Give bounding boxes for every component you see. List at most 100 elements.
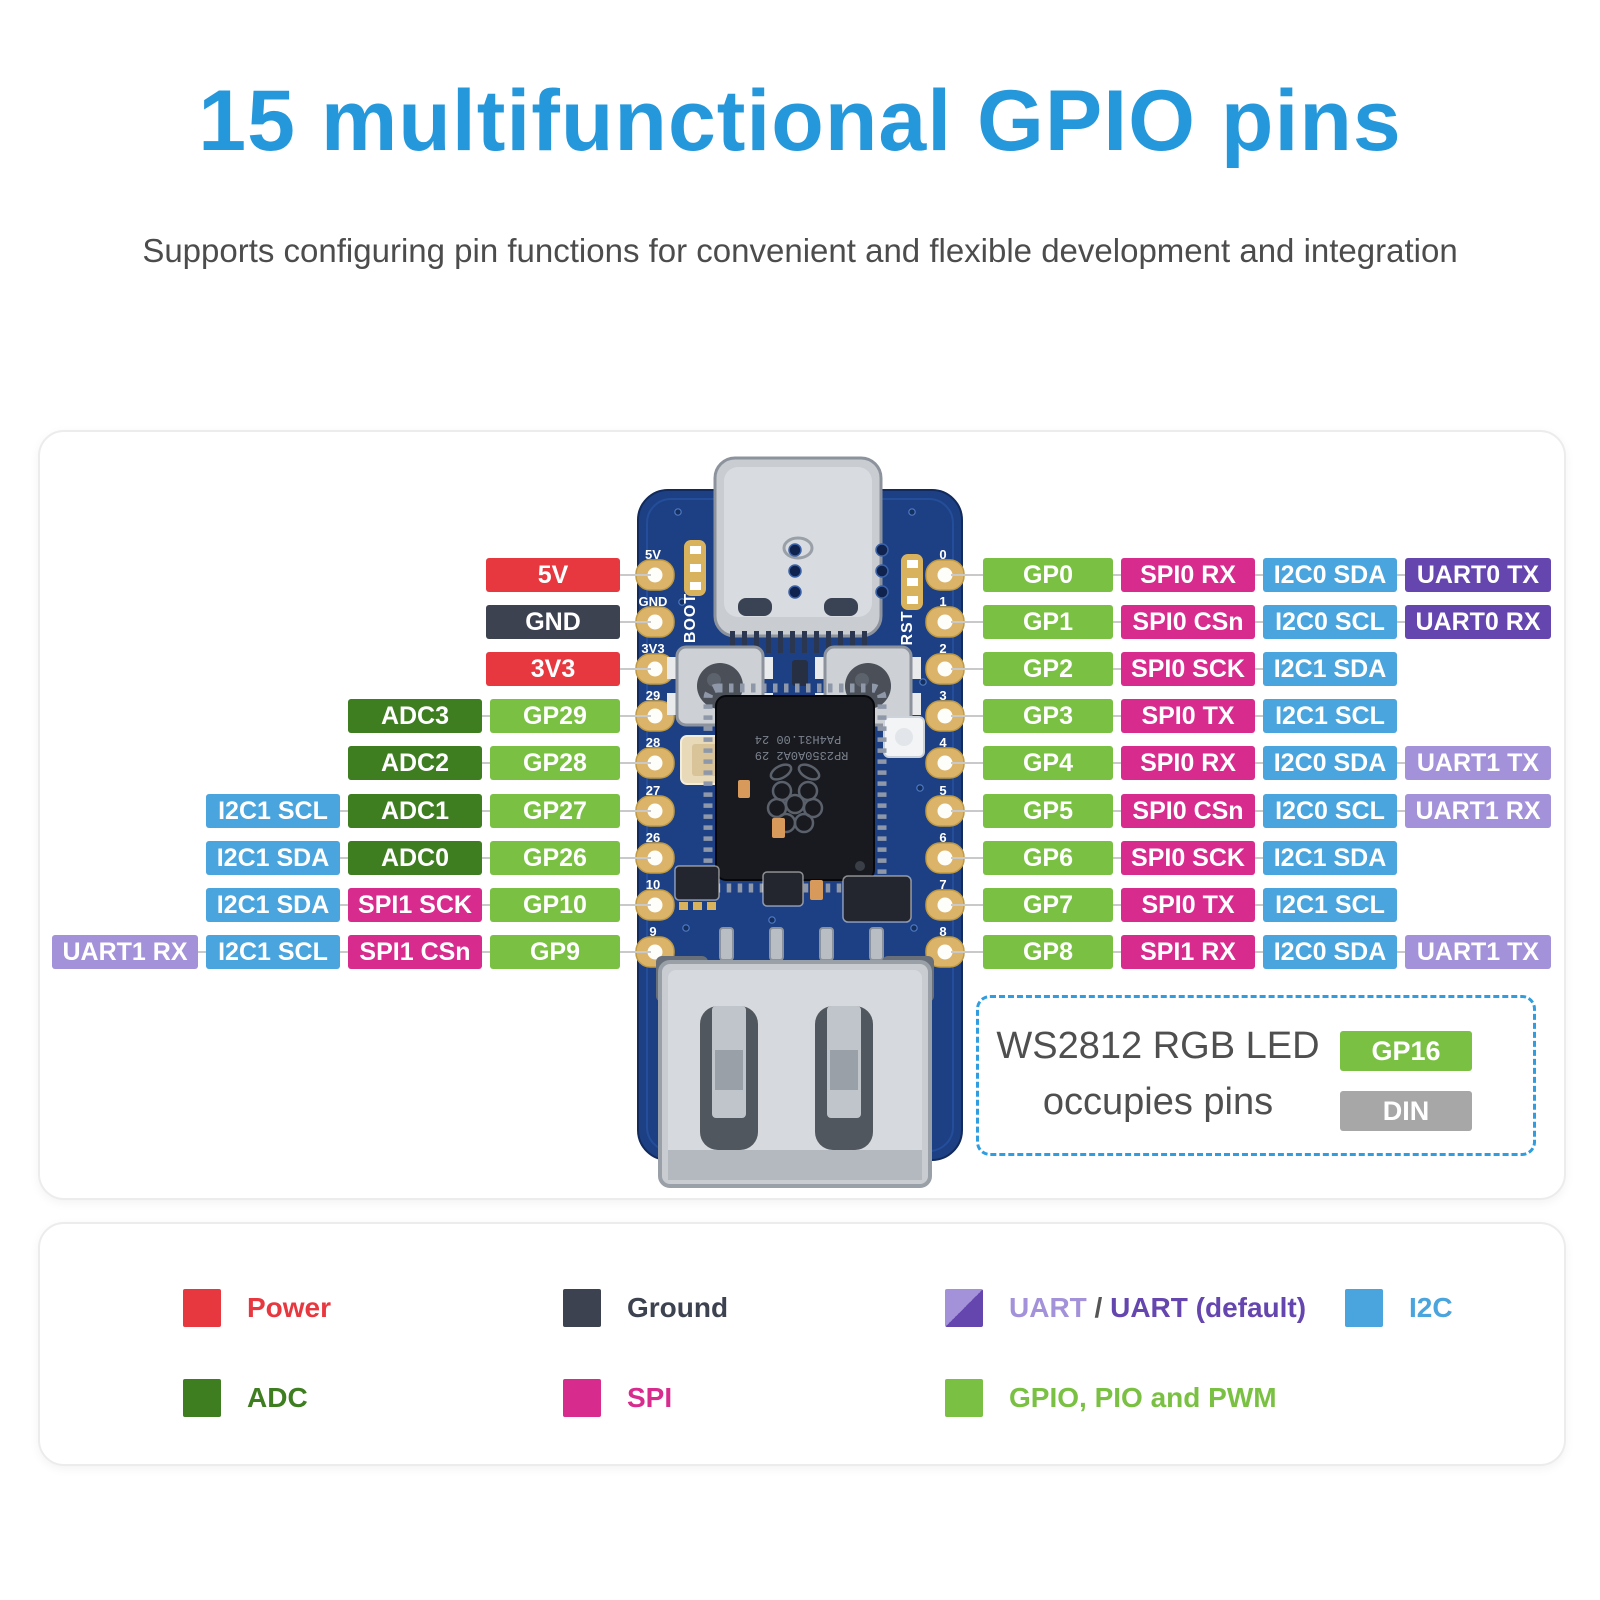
rst-pads bbox=[901, 554, 923, 610]
pad-hole-right-1 bbox=[937, 614, 953, 630]
legend-item-ground: Ground bbox=[563, 1288, 728, 1328]
pad-hole-right-2 bbox=[937, 661, 953, 677]
pad-hole-right-3 bbox=[937, 708, 953, 724]
pin-connector-line bbox=[951, 935, 975, 969]
raspberry-pi-logo bbox=[766, 763, 824, 834]
pin-label-gp7: GP7 bbox=[983, 888, 1113, 922]
silkscreen-right-1: 1 bbox=[939, 594, 946, 609]
pin-label-adc0: ADC0 bbox=[348, 841, 482, 875]
page-subtitle: Supports configuring pin functions for c… bbox=[142, 232, 1458, 269]
pad-hole-left-2 bbox=[647, 661, 663, 677]
pin-label-gp26: GP26 bbox=[490, 841, 620, 875]
silkscreen-right-6: 6 bbox=[939, 830, 946, 845]
pin-label-gp27: GP27 bbox=[490, 794, 620, 828]
pad-hole-left-0 bbox=[647, 567, 663, 583]
pin-row-left-2: 3V3 bbox=[486, 652, 651, 686]
silkscreen-right-4: 4 bbox=[939, 735, 947, 750]
ws2812-note-line2: occupies pins bbox=[1042, 1081, 1274, 1123]
pin-connector-line bbox=[951, 699, 975, 733]
pin-connector-line bbox=[628, 652, 651, 686]
pin-label-gp9: GP9 bbox=[490, 935, 620, 969]
ws2812-note-text: WS2812 RGB LED occupies pins bbox=[990, 1018, 1326, 1130]
pin-row-left-1: GND bbox=[486, 605, 651, 639]
ws2812-pin-din: DIN bbox=[1340, 1091, 1472, 1131]
ws2812-note-box bbox=[976, 995, 1536, 1156]
legend-label-part: / bbox=[1094, 1292, 1111, 1323]
pin-label-gp29: GP29 bbox=[490, 699, 620, 733]
pin-label-gp3: GP3 bbox=[983, 699, 1113, 733]
pad-hole-right-4 bbox=[937, 755, 953, 771]
pin-label-spi0-tx: SPI0 TX bbox=[1121, 699, 1255, 733]
legend-label-ground: Ground bbox=[627, 1292, 729, 1323]
pin-label-i2c1-sda: I2C1 SDA bbox=[1263, 652, 1397, 686]
pad-hole-left-3 bbox=[647, 708, 663, 724]
pin-connector-line bbox=[628, 558, 651, 592]
pin-connector-line bbox=[951, 652, 975, 686]
legend-item-gpio-pio-and-pwm: GPIO, PIO and PWM bbox=[945, 1378, 1277, 1418]
pin-label-i2c1-scl: I2C1 SCL bbox=[1263, 699, 1397, 733]
pin-label-gp1: GP1 bbox=[983, 605, 1113, 639]
legend-swatch-adc bbox=[183, 1379, 221, 1417]
pin-label-spi0-rx: SPI0 RX bbox=[1121, 746, 1255, 780]
pin-label-i2c1-scl: I2C1 SCL bbox=[1263, 888, 1397, 922]
pin-label-gp10: GP10 bbox=[490, 888, 620, 922]
legend-swatch-i2c bbox=[1345, 1289, 1383, 1327]
legend-swatch-power bbox=[183, 1289, 221, 1327]
pin-connector-line bbox=[628, 699, 651, 733]
pin-label-adc3: ADC3 bbox=[348, 699, 482, 733]
pad-hole-right-7 bbox=[937, 897, 953, 913]
pad-hole-left-4 bbox=[647, 755, 663, 771]
mount-holes bbox=[788, 543, 889, 599]
pin-connector-line bbox=[951, 558, 975, 592]
pin-label-spi0-csn: SPI0 CSn bbox=[1121, 605, 1255, 639]
pin-label-spi0-sck: SPI0 SCK bbox=[1121, 652, 1255, 686]
pin-label-spi0-csn: SPI0 CSn bbox=[1121, 794, 1255, 828]
rst-silkscreen-label: RST bbox=[899, 611, 916, 646]
pin-label-gnd: GND bbox=[486, 605, 620, 639]
pin-label-gp28: GP28 bbox=[490, 746, 620, 780]
pin-label-spi0-rx: SPI0 RX bbox=[1121, 558, 1255, 592]
legend-item-i2c: I2C bbox=[1345, 1288, 1453, 1328]
legend-label-adc: ADC bbox=[247, 1382, 308, 1413]
pin-label-uart1-rx: UART1 RX bbox=[52, 935, 198, 969]
pin-label-3v3: 3V3 bbox=[486, 652, 620, 686]
pin-label-i2c1-sda: I2C1 SDA bbox=[206, 841, 340, 875]
pin-label-gp0: GP0 bbox=[983, 558, 1113, 592]
pin-label-spi0-sck: SPI0 SCK bbox=[1121, 841, 1255, 875]
silkscreen-right-7: 7 bbox=[939, 877, 946, 892]
pin-label-gp6: GP6 bbox=[983, 841, 1113, 875]
pin-label-i2c0-sda: I2C0 SDA bbox=[1263, 935, 1397, 969]
ws2812-pin-gp16: GP16 bbox=[1340, 1031, 1472, 1071]
pin-connector-line bbox=[951, 746, 975, 780]
pin-label-spi1-sck: SPI1 SCK bbox=[348, 888, 482, 922]
legend-label-uart-uart-default-: UART / UART (default) bbox=[1009, 1292, 1306, 1324]
boot-pads bbox=[684, 540, 706, 596]
pin-label-i2c1-sda: I2C1 SDA bbox=[1263, 841, 1397, 875]
ws2812-note-line1: WS2812 RGB LED bbox=[996, 1025, 1320, 1067]
legend-panel bbox=[38, 1222, 1566, 1466]
pin-connector-line bbox=[628, 794, 651, 828]
pin-connector-line bbox=[628, 935, 651, 969]
pin-connector-line bbox=[951, 794, 975, 828]
pad-hole-right-8 bbox=[937, 944, 953, 960]
legend-label-part: UART bbox=[1009, 1292, 1095, 1323]
pin-label-uart1-rx: UART1 RX bbox=[1405, 794, 1551, 828]
pin-label-spi0-tx: SPI0 TX bbox=[1121, 888, 1255, 922]
legend-label-gpio-pio-and-pwm: GPIO, PIO and PWM bbox=[1009, 1382, 1277, 1413]
pin-connector-line bbox=[951, 605, 975, 639]
legend-swatch-uart-uart-default- bbox=[945, 1289, 983, 1327]
legend-label-spi: SPI bbox=[627, 1382, 673, 1413]
pin-connector-line bbox=[628, 605, 651, 639]
component-between-buttons bbox=[792, 660, 808, 686]
legend-label-i2c: I2C bbox=[1409, 1292, 1453, 1323]
